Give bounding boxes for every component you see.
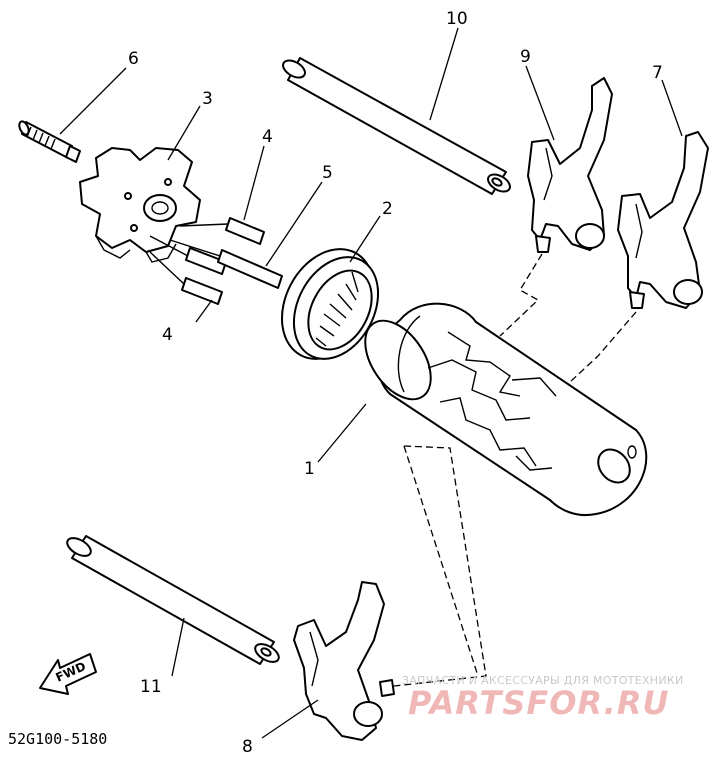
watermark-logo-text: PARTSFOR.RU [408,684,669,722]
part-6-bolt[interactable] [17,120,81,163]
callout-4-bottom: 4 [162,325,173,345]
callout-6: 6 [128,49,139,69]
part-5-long-pin[interactable] [169,239,283,289]
callout-7: 7 [652,63,663,83]
part-1-shift-drum[interactable] [352,302,648,516]
diagram-code: 52G100-5180 [8,730,107,748]
callout-2: 2 [382,199,393,219]
callout-9: 9 [520,47,531,67]
callout-10: 10 [446,9,468,29]
part-8-shift-fork[interactable] [293,581,395,741]
callout-11: 11 [140,677,162,697]
callout-4-top: 4 [262,127,273,147]
callout-3: 3 [202,89,213,109]
part-9-shift-fork[interactable] [527,77,613,253]
part-3-drum-segment[interactable] [79,147,201,263]
watermark-tagline: ЗАПЧАСТИ И АКСЕССУАРЫ ДЛЯ МОТОТЕХНИКИ [402,674,684,687]
part-4-pins[interactable] [149,217,265,305]
callout-labels: 1 2 3 4 4 5 6 7 8 9 10 11 [128,9,663,757]
part-10-upper-fork-shaft[interactable] [280,57,513,195]
callout-8: 8 [242,737,253,757]
watermark: ЗАПЧАСТИ И АКСЕССУАРЫ ДЛЯ МОТОТЕХНИКИ PA… [402,674,684,722]
leader-lines [59,27,683,739]
callout-5: 5 [322,163,333,183]
part-2-needle-bearing[interactable] [264,233,395,375]
callout-1: 1 [304,459,315,479]
part-7-shift-fork[interactable] [617,131,709,309]
part-11-lower-fork-shaft[interactable] [64,534,282,665]
forward-direction-arrow: FWD [39,653,97,695]
